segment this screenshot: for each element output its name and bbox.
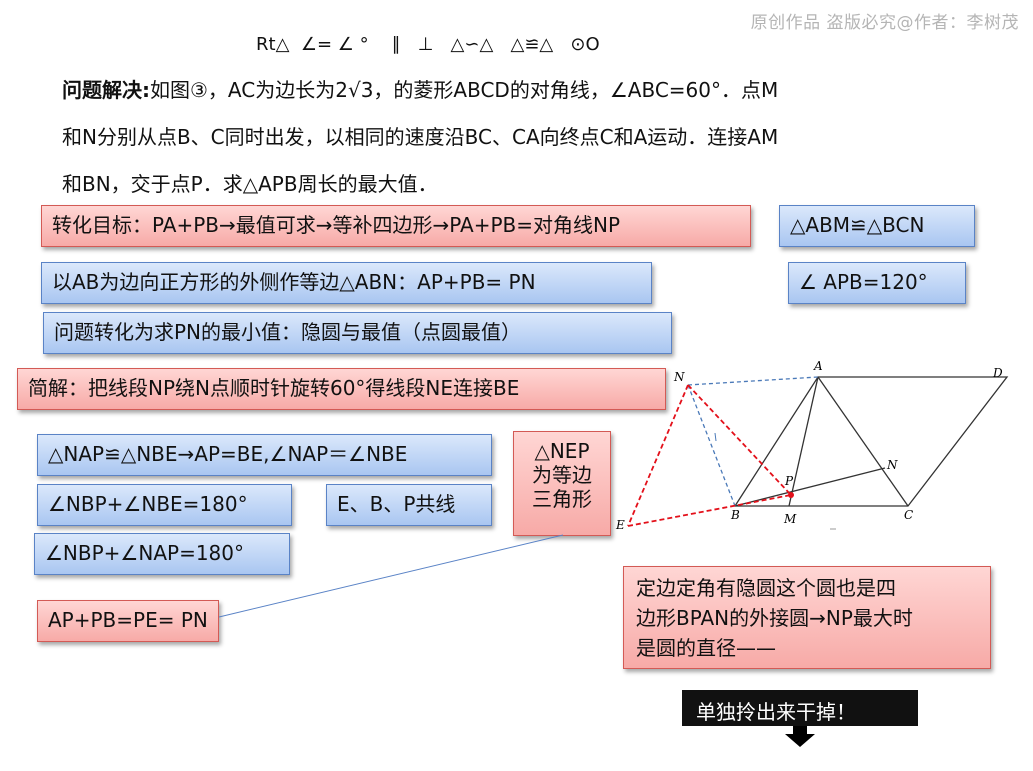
problem-line-2: 和N分别从点B、C同时出发，以相同的速度沿BC、CA向终点C和A运动．连接AM (62, 125, 779, 149)
watermark: 原创作品 盗版必究@作者：李树茂 (750, 13, 1019, 33)
equilateral-box: 以AB为边向正方形的外侧作等边△ABN：AP+PB= PN (41, 262, 652, 304)
nep-line-3: 三角形 (532, 487, 592, 511)
nep-equilateral-box: △NEP 为等边 三角形 (513, 431, 611, 536)
arrow-down-icon (785, 726, 815, 747)
nbp-nbe-box: ∠NBP+∠NBE=180° (37, 484, 292, 526)
label-p: P (784, 474, 794, 488)
collinear-box: E、B、P共线 (326, 484, 492, 526)
nep-line-2: 为等边 (532, 463, 592, 487)
point-p-marker (788, 492, 794, 498)
circle-line-3: 是圆的直径—— (636, 636, 776, 660)
congruent-nap-nbe-box: △NAP≌△NBE→AP=BE,∠NAP＝∠NBE (37, 434, 492, 476)
circle-line-2: 边形BPAN的外接圆→NP最大时 (636, 606, 913, 630)
label-e: E (615, 518, 625, 532)
hidden-circle-box: 定边定角有隐圆这个圆也是四 边形BPAN的外接圆→NP最大时 是圆的直径—— (623, 566, 991, 669)
label-n: N (673, 370, 685, 384)
problem-line-3: 和BN，交于点P．求△APB周长的最大值． (62, 172, 438, 196)
circle-line-1: 定边定角有隐圆这个圆也是四 (636, 576, 896, 600)
symbols-toolbar: Rt△ ∠= ∠ ° ∥ ⊥ △∽△ △≌△ ⊙O (256, 34, 600, 55)
brief-solution-box: 简解：把线段NP绕N点顺时针旋转60°得线段NE连接BE (17, 368, 666, 410)
action-button[interactable]: 单独拎出来干掉！ (682, 690, 918, 726)
label-m: M (783, 512, 797, 526)
rhombus-abcd (733, 376, 1009, 507)
problem-line-1: 问题解决:如图③，AC为边长为2√3，的菱形ABCD的对角线，∠ABC=60°．… (62, 78, 778, 102)
label-d: D (992, 366, 1003, 380)
geometry-figure: N A D P N E B M C (615, 359, 1009, 532)
congruent-abm-bcn-box: △ABM≌△BCN (779, 205, 975, 247)
problem-heading: 问题解决: (62, 78, 150, 102)
auxiliary-blue-dashed (687, 376, 819, 507)
label-c: C (904, 508, 913, 522)
nep-line-1: △NEP (534, 439, 590, 463)
label-n2: N (886, 458, 898, 472)
goal-box: 转化目标：PA+PB→最值可求→等补四边形→PA+PB=对角线NP (41, 205, 751, 247)
label-a: A (813, 359, 823, 373)
convert-box: 问题转化为求PN的最小值：隐圆与最值（点圆最值） (43, 312, 672, 354)
sum-pe-box: AP+PB=PE= PN (37, 600, 219, 642)
problem-text-1: 如图③，AC为边长为2√3，的菱形ABCD的对角线，∠ABC=60°．点M (150, 78, 779, 102)
label-b: B (730, 508, 740, 522)
angle-apb-box: ∠ APB=120° (788, 262, 966, 304)
tick-mark (714, 432, 717, 442)
triangle-nep-red-dashed (627, 384, 792, 527)
nbp-nap-box: ∠NBP+∠NAP=180° (34, 533, 290, 575)
